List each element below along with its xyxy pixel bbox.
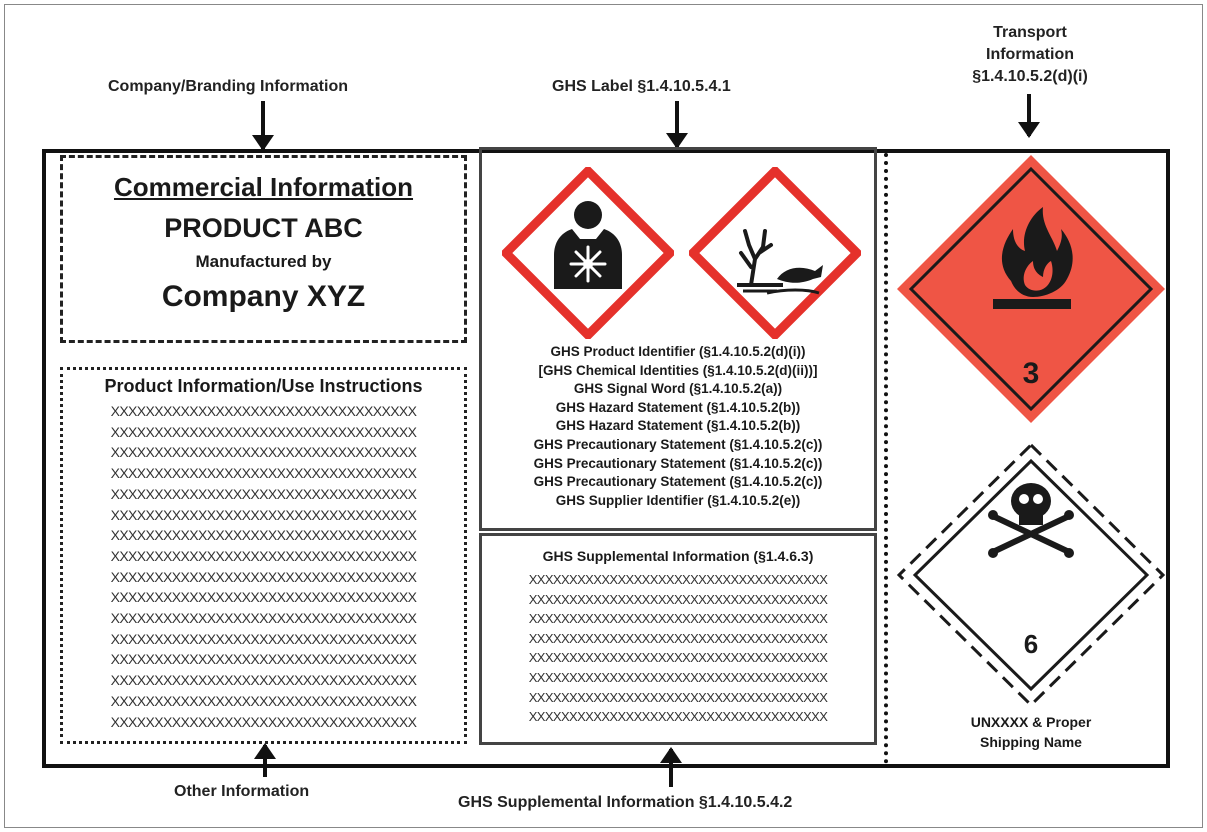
callout-ghs-label: GHS Label §1.4.10.5.4.1 bbox=[552, 78, 731, 95]
placeholder-text-line: XXXXXXXXXXXXXXXXXXXXXXXXXXXXXXXXXXX bbox=[110, 692, 417, 709]
callout-transport-line2: Information bbox=[986, 46, 1074, 63]
arrow-ghs-label bbox=[666, 101, 688, 149]
supplemental-heading: GHS Supplemental Information (§1.4.6.3) bbox=[542, 548, 814, 564]
ghs-label-statements: GHS Product Identifier (§1.4.10.5.2(d)(i… bbox=[482, 343, 874, 510]
ghs-hazard-statement: GHS Hazard Statement (§1.4.10.5.2(b)) bbox=[555, 418, 801, 434]
product-info-heading: Product Information/Use Instructions bbox=[104, 376, 423, 396]
callout-transport-line1: Transport bbox=[993, 24, 1067, 41]
ghs-precautionary-statement: GHS Precautionary Statement (§1.4.10.5.2… bbox=[533, 455, 823, 471]
commercial-information-box: Commercial Information PRODUCT ABC Manuf… bbox=[60, 155, 467, 343]
ghs-precautionary-statement: GHS Precautionary Statement (§1.4.10.5.2… bbox=[533, 436, 823, 452]
placeholder-text-line: XXXXXXXXXXXXXXXXXXXXXXXXXXXXXXXXXXX bbox=[110, 506, 417, 523]
transport-separator bbox=[884, 153, 888, 764]
arrow-ghs-supplemental bbox=[660, 747, 682, 787]
placeholder-text-line: XXXXXXXXXXXXXXXXXXXXXXXXXXXXXXXXXXXXX bbox=[528, 689, 828, 705]
health-hazard-icon bbox=[502, 167, 674, 339]
product-info-text: XXXXXXXXXXXXXXXXXXXXXXXXXXXXXXXXXXX XXXXX… bbox=[63, 401, 464, 732]
un-line-1: UNXXXX & Proper bbox=[970, 714, 1092, 730]
ghs-product-identifier: GHS Product Identifier (§1.4.10.5.2(d)(i… bbox=[550, 344, 806, 359]
ghs-label-box: GHS Product Identifier (§1.4.10.5.2(d)(i… bbox=[479, 147, 877, 531]
placeholder-text-line: XXXXXXXXXXXXXXXXXXXXXXXXXXXXXXXXXXX bbox=[110, 465, 417, 482]
placeholder-text-line: XXXXXXXXXXXXXXXXXXXXXXXXXXXXXXXXXXX bbox=[110, 630, 417, 647]
arrow-other-information bbox=[254, 743, 276, 777]
ghs-signal-word: GHS Signal Word (§1.4.10.5.2(a)) bbox=[573, 381, 783, 397]
placeholder-text-line: XXXXXXXXXXXXXXXXXXXXXXXXXXXXXXXXXXX bbox=[110, 485, 417, 502]
callout-transport: Transport Information §1.4.10.5.2(d)(i) bbox=[960, 22, 1100, 88]
supplemental-text: XXXXXXXXXXXXXXXXXXXXXXXXXXXXXXXXXXXXX XXX… bbox=[482, 570, 874, 727]
ghs-chemical-identities: [GHS Chemical Identities (§1.4.10.5.2(d)… bbox=[538, 362, 818, 378]
placeholder-text-line: XXXXXXXXXXXXXXXXXXXXXXXXXXXXXXXXXXXXX bbox=[528, 591, 828, 607]
callout-ghs-supplemental: GHS Supplemental Information §1.4.10.5.4… bbox=[458, 794, 793, 811]
placeholder-text-line: XXXXXXXXXXXXXXXXXXXXXXXXXXXXXXXXXXX bbox=[110, 547, 417, 564]
company-name: Company XYZ bbox=[161, 280, 366, 313]
label-outline bbox=[42, 149, 1170, 768]
product-name: PRODUCT ABC bbox=[164, 213, 363, 243]
ghs-supplier-identifier: GHS Supplier Identifier (§1.4.10.5.2(e)) bbox=[555, 492, 801, 508]
toxic-placard-icon: 6 bbox=[896, 442, 1166, 708]
placeholder-text-line: XXXXXXXXXXXXXXXXXXXXXXXXXXXXXXXXXXX bbox=[110, 589, 417, 606]
flammable-placard-icon: 3 bbox=[897, 155, 1165, 423]
manufactured-by: Manufactured by bbox=[195, 252, 332, 271]
arrow-company-branding bbox=[252, 101, 274, 151]
diagram-frame bbox=[4, 4, 1203, 828]
placeholder-text-line: XXXXXXXXXXXXXXXXXXXXXXXXXXXXXXXXXXXXX bbox=[528, 709, 828, 725]
placeholder-text-line: XXXXXXXXXXXXXXXXXXXXXXXXXXXXXXXXXXX bbox=[110, 651, 417, 668]
product-information-box: Product Information/Use Instructions XXX… bbox=[60, 367, 467, 744]
placeholder-text-line: XXXXXXXXXXXXXXXXXXXXXXXXXXXXXXXXXXXXX bbox=[528, 572, 828, 587]
callout-other-information: Other Information bbox=[174, 783, 310, 800]
environment-icon bbox=[689, 167, 861, 339]
placeholder-text-line: XXXXXXXXXXXXXXXXXXXXXXXXXXXXXXXXXXX bbox=[110, 527, 417, 544]
placeholder-text-line: XXXXXXXXXXXXXXXXXXXXXXXXXXXXXXXXXXXXX bbox=[528, 650, 828, 666]
commercial-heading: Commercial Information bbox=[113, 172, 414, 202]
callout-company-branding: Company/Branding Information bbox=[108, 78, 348, 95]
placeholder-text-line: XXXXXXXXXXXXXXXXXXXXXXXXXXXXXXXXXXXXX bbox=[528, 630, 828, 646]
arrow-transport bbox=[1018, 94, 1040, 138]
placeholder-text-line: XXXXXXXXXXXXXXXXXXXXXXXXXXXXXXXXXXX bbox=[110, 403, 417, 419]
callout-transport-line3: §1.4.10.5.2(d)(i) bbox=[972, 68, 1088, 85]
placeholder-text-line: XXXXXXXXXXXXXXXXXXXXXXXXXXXXXXXXXXX bbox=[110, 568, 417, 585]
ghs-supplemental-box: GHS Supplemental Information (§1.4.6.3) … bbox=[479, 533, 877, 745]
un-number-shipping-name: UNXXXX & Proper Shipping Name bbox=[926, 712, 1136, 752]
ghs-precautionary-statement: GHS Precautionary Statement (§1.4.10.5.2… bbox=[533, 474, 823, 490]
un-line-2: Shipping Name bbox=[980, 734, 1082, 750]
placeholder-text-line: XXXXXXXXXXXXXXXXXXXXXXXXXXXXXXXXXXX bbox=[110, 444, 417, 461]
placeholder-text-line: XXXXXXXXXXXXXXXXXXXXXXXXXXXXXXXXXXXXX bbox=[528, 611, 828, 627]
placeholder-text-line: XXXXXXXXXXXXXXXXXXXXXXXXXXXXXXXXXXX bbox=[110, 672, 417, 689]
flammable-class-number: 3 bbox=[1023, 357, 1040, 390]
ghs-hazard-statement: GHS Hazard Statement (§1.4.10.5.2(b)) bbox=[555, 399, 801, 415]
placeholder-text-line: XXXXXXXXXXXXXXXXXXXXXXXXXXXXXXXXXXX bbox=[110, 610, 417, 627]
placeholder-text-line: XXXXXXXXXXXXXXXXXXXXXXXXXXXXXXXXXXXXX bbox=[528, 669, 828, 685]
toxic-class-number: 6 bbox=[1024, 629, 1038, 659]
placeholder-text-line: XXXXXXXXXXXXXXXXXXXXXXXXXXXXXXXXXXX bbox=[110, 713, 417, 730]
placeholder-text-line: XXXXXXXXXXXXXXXXXXXXXXXXXXXXXXXXXXX bbox=[110, 423, 417, 440]
